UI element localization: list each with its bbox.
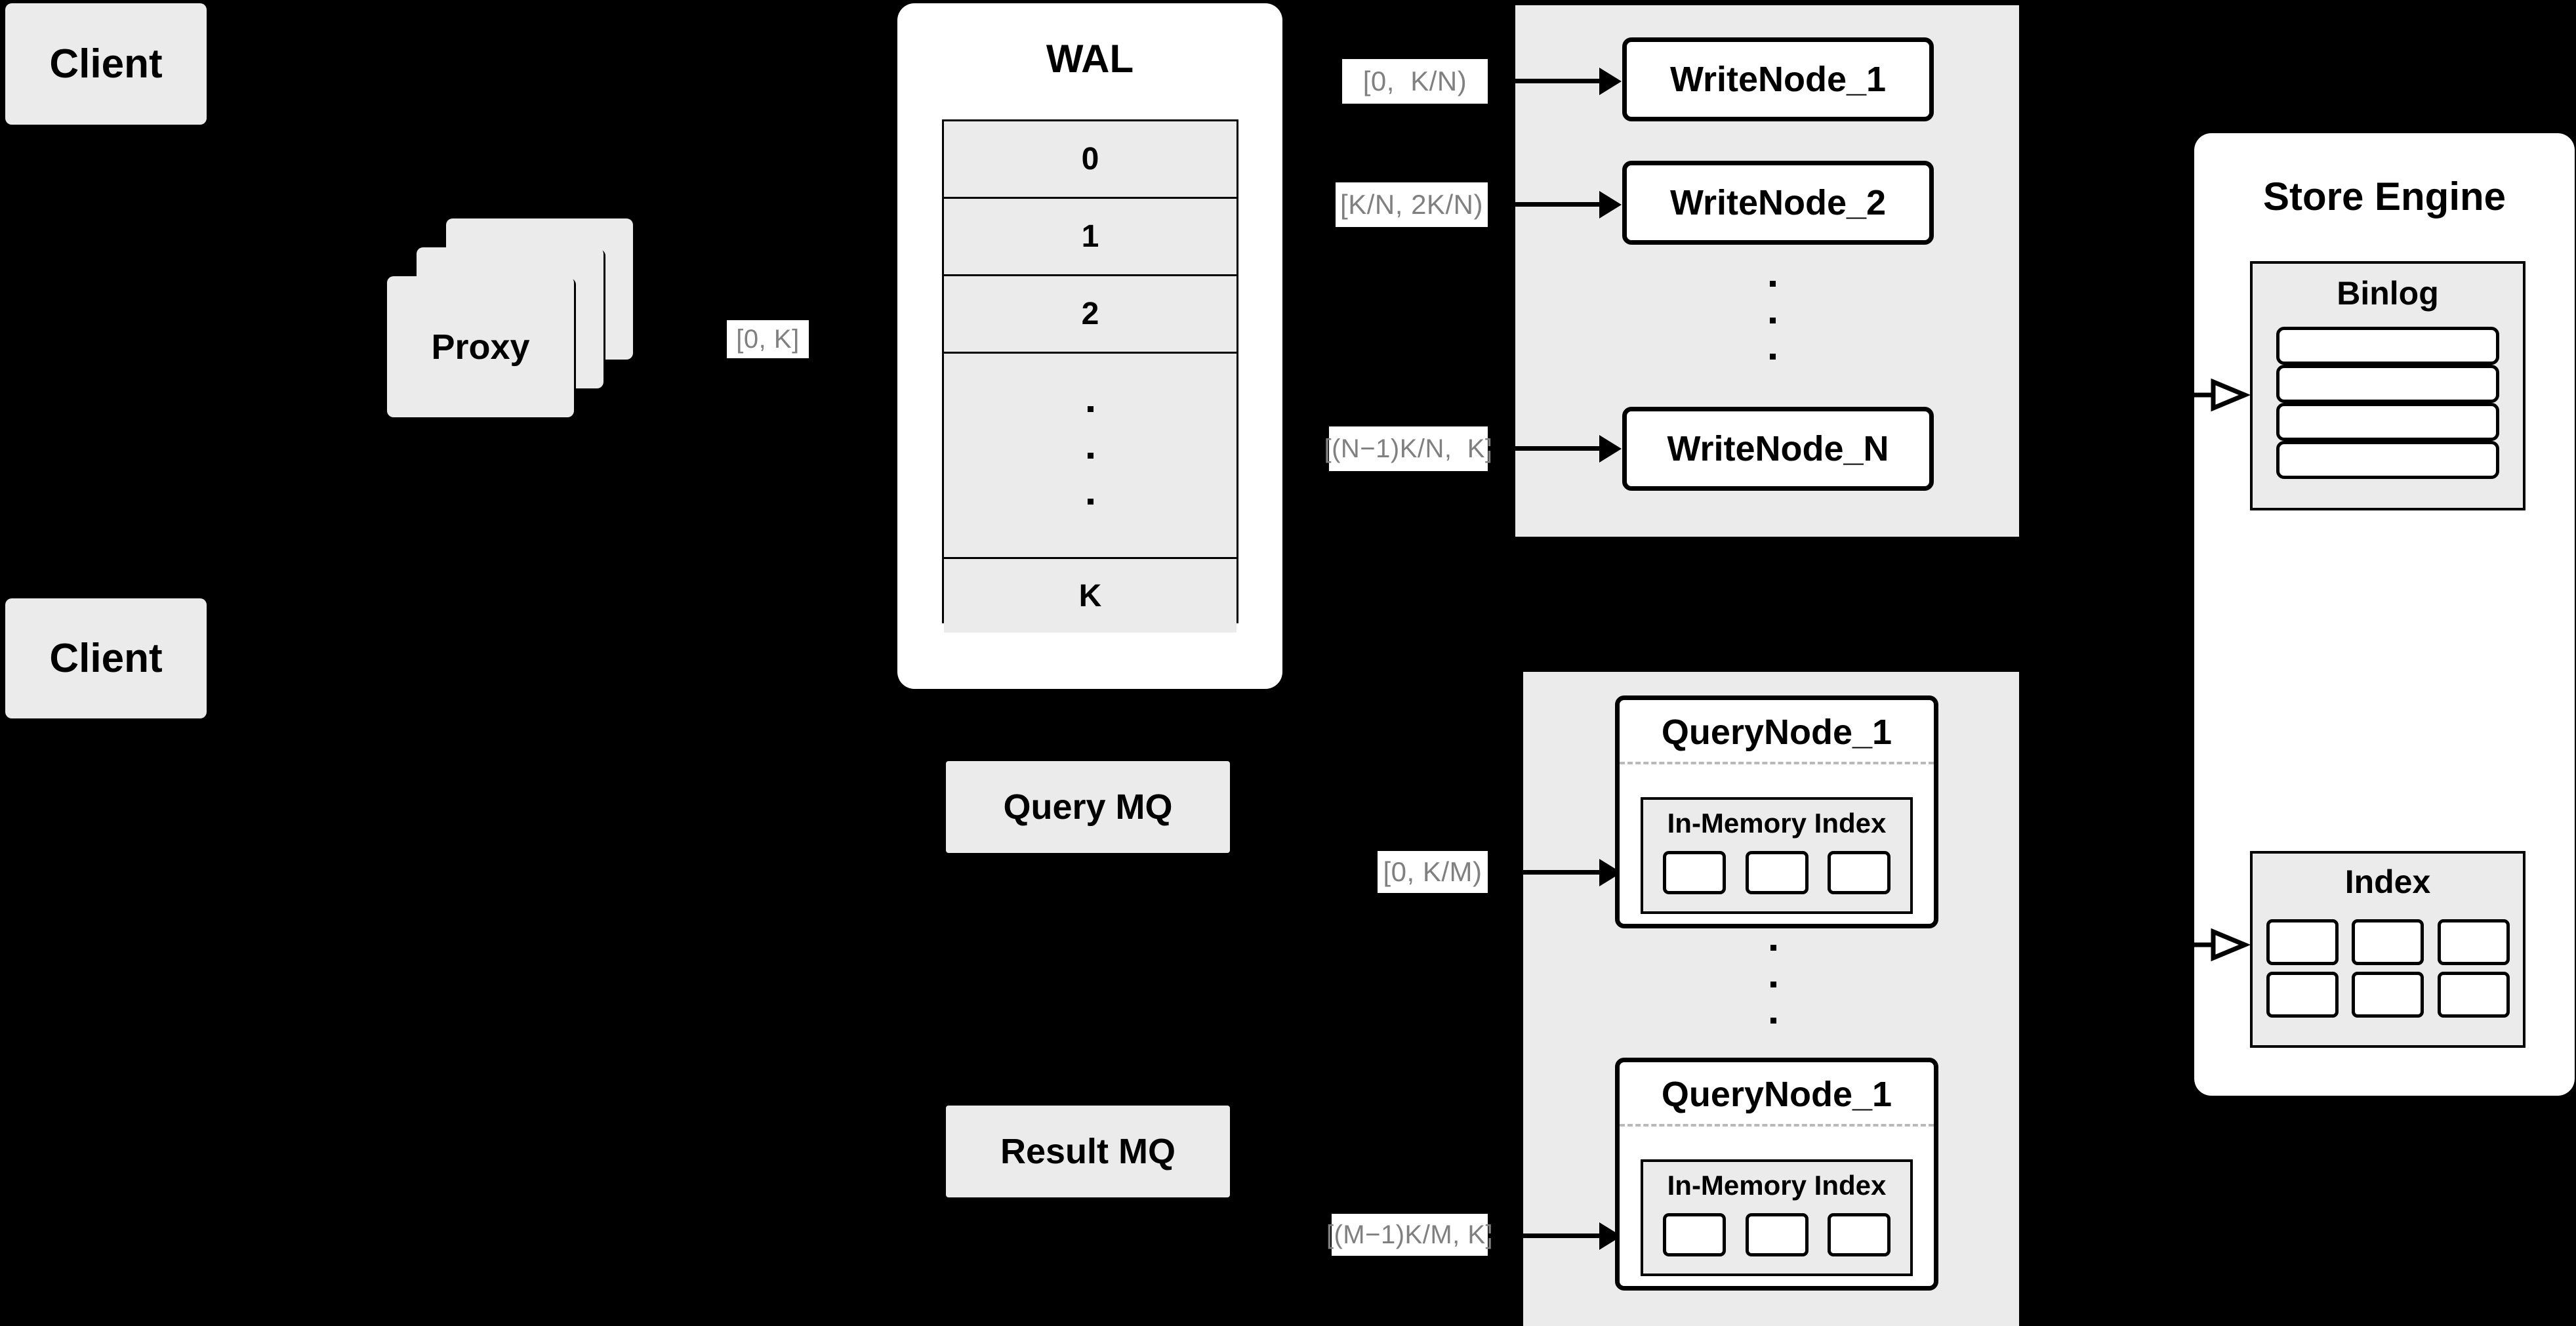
- arrow-head-write-2: [1599, 191, 1622, 218]
- proxy-card-front[interactable]: Proxy: [387, 276, 574, 417]
- edge-label-write-node-2-text: [K/N, 2K/N): [1340, 189, 1483, 220]
- wal-title: WAL: [1046, 37, 1134, 81]
- store-engine-title: Store Engine: [2262, 175, 2506, 218]
- index-slot: [1745, 1213, 1809, 1256]
- edge-label-query-node-m: [(M−1)K/M, K]: [1326, 1214, 1493, 1256]
- wal-row-label: 1: [1081, 219, 1099, 254]
- arrow-to-store-index: [2177, 928, 2251, 962]
- edge-label-write-node-n: [(N−1)K/N, K]: [1324, 426, 1492, 471]
- write-node-1[interactable]: WriteNode_1: [1622, 37, 1934, 121]
- store-index-panel: Index: [2250, 851, 2525, 1048]
- arrow-head-write-n: [1599, 435, 1622, 463]
- client-box-2[interactable]: Client: [5, 598, 207, 718]
- wal-row-label: 0: [1081, 142, 1099, 176]
- query-node-1-index-panel: In-Memory Index: [1641, 797, 1913, 914]
- write-node-2[interactable]: WriteNode_2: [1622, 161, 1934, 245]
- arrow-line-query-m: [1488, 1233, 1599, 1238]
- query-node-1[interactable]: QueryNode_1 In-Memory Index: [1615, 695, 1938, 928]
- index-slot: [1745, 851, 1809, 894]
- arrow-line-write-n: [1488, 446, 1599, 451]
- query-node-1-label: QueryNode_1: [1661, 713, 1892, 752]
- write-cluster-ellipsis-dots: [1768, 281, 1776, 360]
- query-node-m-separator: [1620, 1124, 1934, 1127]
- store-index-slot: [2352, 919, 2424, 965]
- binlog-title: Binlog: [2337, 275, 2439, 312]
- binlog-bar: [2276, 441, 2499, 479]
- wal-row: K: [944, 559, 1237, 632]
- arrow-head-write-1: [1599, 68, 1622, 95]
- binlog-bar: [2276, 327, 2499, 365]
- query-node-1-separator: [1620, 762, 1934, 764]
- query-node-m-index-title: In-Memory Index: [1667, 1170, 1887, 1201]
- wal-table: 0 1 2 K: [942, 119, 1238, 632]
- index-slot: [1828, 1213, 1891, 1256]
- write-node-1-label: WriteNode_1: [1669, 60, 1887, 99]
- query-cluster-ellipsis-dots: [1769, 945, 1777, 1024]
- wal-row: 2: [944, 276, 1237, 354]
- write-node-n[interactable]: WriteNode_N: [1622, 407, 1934, 491]
- wal-ellipsis-dots: [1087, 406, 1094, 505]
- edge-label-write-node-n-text: [(N−1)K/N, K]: [1324, 434, 1493, 463]
- write-node-n-label: WriteNode_N: [1667, 429, 1889, 468]
- query-mq-box[interactable]: Query MQ: [946, 761, 1230, 853]
- client-label-2: Client: [49, 636, 163, 681]
- wal-row-label: 2: [1081, 297, 1099, 331]
- proxy-stack[interactable]: Proxy: [380, 213, 676, 430]
- query-node-1-index-title: In-Memory Index: [1667, 808, 1887, 839]
- edge-label-proxy-to-wal: [0, K]: [727, 320, 809, 358]
- edge-label-proxy-to-wal-text: [0, K]: [736, 324, 800, 354]
- binlog-bar: [2276, 403, 2499, 441]
- binlog-panel: Binlog: [2250, 261, 2525, 510]
- store-index-slot: [2437, 919, 2510, 965]
- store-index-slot: [2437, 972, 2510, 1018]
- edge-label-query-node-1-text: [0, K/M): [1383, 856, 1482, 887]
- client-label-1: Client: [49, 41, 163, 87]
- store-index-slot: [2266, 919, 2339, 965]
- edge-label-write-node-1: [0, K/N): [1342, 59, 1488, 104]
- wal-row: 1: [944, 199, 1237, 276]
- arrow-line-query-1: [1488, 870, 1599, 875]
- index-slot: [1662, 1213, 1726, 1256]
- store-index-title: Index: [2344, 863, 2431, 900]
- arrow-to-binlog: [2177, 378, 2251, 412]
- result-mq-box[interactable]: Result MQ: [946, 1106, 1230, 1197]
- edge-label-query-node-m-text: [(M−1)K/M, K]: [1326, 1220, 1494, 1249]
- edge-label-query-node-1: [0, K/M): [1378, 851, 1488, 893]
- index-slot: [1662, 851, 1726, 894]
- write-node-2-label: WriteNode_2: [1669, 183, 1887, 222]
- result-mq-label: Result MQ: [1000, 1132, 1176, 1171]
- wal-row: 0: [944, 121, 1237, 199]
- edge-label-write-node-1-text: [0, K/N): [1362, 66, 1467, 96]
- binlog-bar: [2276, 365, 2499, 403]
- arrow-line-write-1: [1488, 79, 1599, 83]
- wal-row-label: K: [1078, 578, 1102, 613]
- arrow-line-write-2: [1488, 202, 1599, 207]
- edge-label-write-node-2: [K/N, 2K/N): [1336, 182, 1488, 227]
- client-box-1[interactable]: Client: [5, 3, 207, 125]
- query-node-m[interactable]: QueryNode_1 In-Memory Index: [1615, 1058, 1938, 1291]
- query-node-m-index-panel: In-Memory Index: [1641, 1159, 1913, 1276]
- query-node-m-label: QueryNode_1: [1661, 1075, 1892, 1114]
- proxy-label: Proxy: [431, 327, 530, 367]
- query-mq-label: Query MQ: [1003, 787, 1173, 827]
- index-slot: [1828, 851, 1891, 894]
- store-index-slot: [2352, 972, 2424, 1018]
- store-index-slot: [2266, 972, 2339, 1018]
- wal-row-ellipsis: [944, 354, 1237, 559]
